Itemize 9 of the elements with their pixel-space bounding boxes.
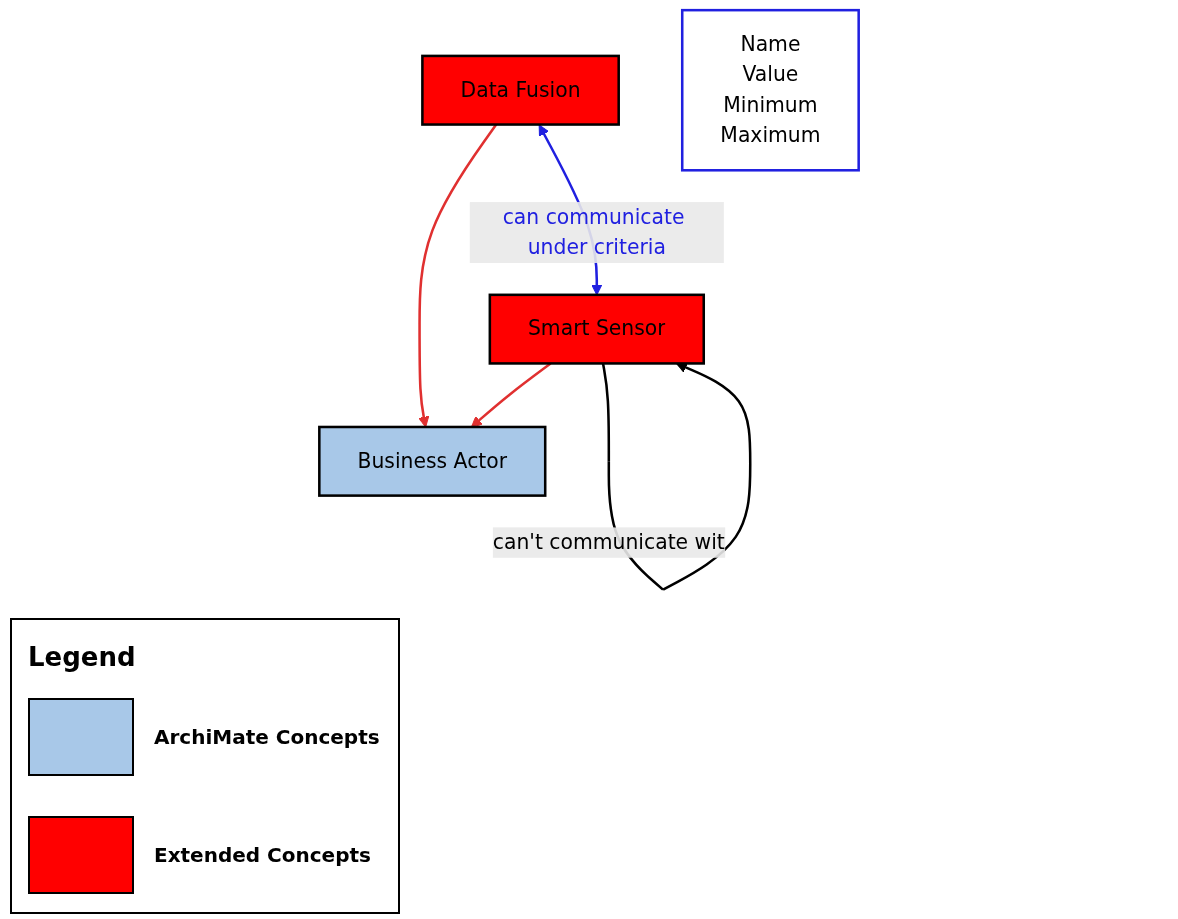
legend-text: ArchiMate Concepts [154, 725, 380, 749]
node-box: Business Actor [318, 425, 547, 497]
node-box: Smart Sensor [488, 293, 705, 365]
node-box: Data Fusion [421, 54, 620, 126]
node-box: Name Value Minimum Maximum [680, 8, 860, 172]
edge-label: can communicate under criteria [502, 204, 685, 260]
legend-title: Legend [28, 642, 136, 672]
legend-text: Extended Concepts [154, 843, 371, 867]
edge-label: can't communicate wit [492, 529, 725, 555]
